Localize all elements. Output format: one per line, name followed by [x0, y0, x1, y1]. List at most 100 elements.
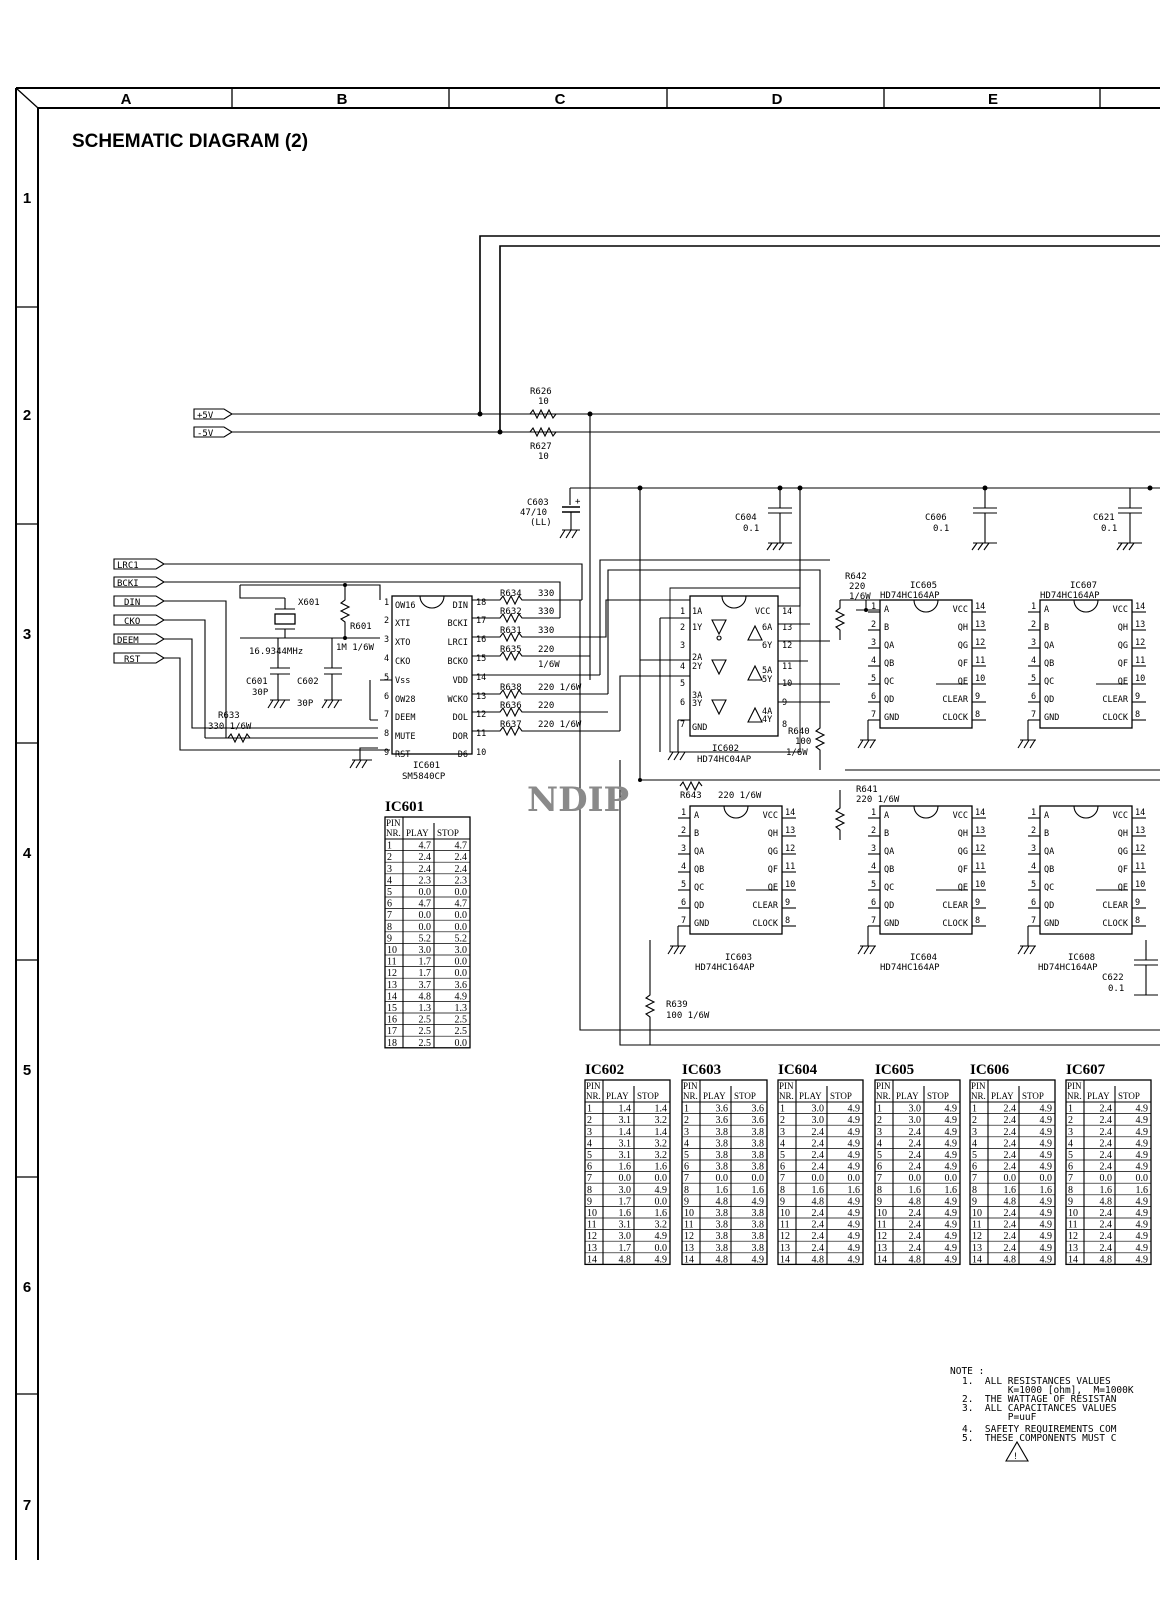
ic602-row-7-stop: 0.0	[655, 1173, 668, 1184]
ic602-row-9-pin: 9	[587, 1196, 592, 1207]
ic601-row-13-stop: 3.6	[455, 980, 468, 991]
svg-text:10: 10	[975, 880, 985, 890]
input-flags: LRC1 BCKI DIN CKO DEEM RST	[113, 558, 583, 751]
svg-text:4: 4	[680, 662, 685, 672]
ic604-pin-qc: QC	[884, 883, 894, 893]
ic605-row-3-pin: 3	[877, 1127, 882, 1138]
svg-text:PIN: PIN	[586, 1081, 601, 1091]
ic601-row-6-play: 4.7	[419, 899, 432, 910]
ic601-row-11-pin: 11	[387, 957, 397, 968]
ic601-part: SM5840CP	[402, 772, 446, 782]
svg-text:STOP: STOP	[927, 1091, 949, 1101]
svg-text:9: 9	[785, 898, 790, 908]
ic601-row-4-stop: 2.3	[455, 875, 468, 886]
svg-text:R640: R640	[788, 727, 810, 737]
ic605-row-3-play: 2.4	[909, 1127, 922, 1138]
svg-text:0.1: 0.1	[1101, 524, 1117, 534]
svg-text:2: 2	[871, 826, 876, 836]
ic605-row-7-stop: 0.0	[945, 1173, 958, 1184]
svg-text:1/6W: 1/6W	[786, 748, 808, 758]
ic602-row-13-stop: 0.0	[655, 1243, 668, 1254]
column-label-d: D	[772, 91, 783, 108]
ic603-row-2-stop: 3.6	[752, 1115, 765, 1126]
ic607-row-5-pin: 5	[1068, 1150, 1073, 1161]
svg-text:12: 12	[785, 844, 795, 854]
ic606-row-4-play: 2.4	[1004, 1138, 1017, 1149]
r627-value: 10	[538, 452, 549, 462]
ic607-row-2-play: 2.4	[1100, 1115, 1113, 1126]
svg-text:PIN: PIN	[1067, 1081, 1082, 1091]
ic604-pin-vcc: VCC	[953, 811, 968, 821]
svg-text:3: 3	[681, 844, 686, 854]
svg-text:RST: RST	[395, 750, 410, 760]
ic601-row-13-pin: 13	[387, 980, 397, 991]
svg-text:14: 14	[782, 607, 792, 617]
svg-text:PIN: PIN	[971, 1081, 986, 1091]
ic605-ref: IC605	[910, 581, 937, 591]
ic605-row-9-pin: 9	[877, 1196, 882, 1207]
ic605-pin-vcc: VCC	[953, 605, 968, 615]
svg-text:8: 8	[785, 916, 790, 926]
ic608-pin-b: B	[1044, 829, 1049, 839]
svg-text:5Y: 5Y	[762, 675, 772, 685]
ic604-row-6-stop: 4.9	[848, 1162, 861, 1173]
r634-label: R634	[500, 589, 522, 599]
ic603-row-5-pin: 5	[684, 1150, 689, 1161]
svg-text:XTO: XTO	[395, 638, 410, 648]
ic607-row-12-play: 2.4	[1100, 1231, 1113, 1242]
drawing-frame: A B C D E 1 2 3 4 5 6 7	[15, 87, 1160, 1560]
svg-text:8: 8	[782, 720, 787, 730]
svg-text:5: 5	[680, 679, 685, 689]
ic602-row-13-pin: 13	[587, 1243, 597, 1254]
ic605-row-6-pin: 6	[877, 1162, 882, 1173]
ic608-pin-gnd: GND	[1044, 919, 1059, 929]
ic607-row-7-play: 0.0	[1100, 1173, 1113, 1184]
svg-text:3: 3	[1031, 638, 1036, 648]
ic605-row-7-play: 0.0	[909, 1173, 922, 1184]
ic605-row-9-stop: 4.9	[945, 1196, 958, 1207]
ic606-row-3-stop: 4.9	[1040, 1127, 1053, 1138]
ic604-table-title: IC604	[778, 1062, 818, 1078]
ic602-row-8-play: 3.0	[619, 1185, 632, 1196]
ic604-pin-qe: QE	[958, 883, 968, 893]
column-label-c: C	[555, 91, 566, 108]
ic607-row-5-stop: 4.9	[1136, 1150, 1149, 1161]
svg-text:9: 9	[975, 898, 980, 908]
ic603-row-9-play: 4.8	[716, 1196, 729, 1207]
ic604-row-5-play: 2.4	[812, 1150, 825, 1161]
cap-c606: C606 0.1	[925, 488, 997, 551]
ic604-row-13-stop: 4.9	[848, 1243, 861, 1254]
svg-text:4: 4	[681, 862, 686, 872]
ic603-row-14-pin: 14	[684, 1254, 694, 1265]
ic603-part: HD74HC164AP	[695, 963, 755, 973]
ic604-row-14-pin: 14	[780, 1254, 790, 1265]
ic607-row-14-play: 4.8	[1100, 1254, 1113, 1265]
ic603-pin-qa: QA	[694, 847, 704, 857]
row-label-5: 5	[23, 1062, 31, 1079]
power-bus: +5V -5V R626 10 R627 10 + C603 47/10 (LL…	[193, 235, 1160, 680]
svg-text:6: 6	[1031, 692, 1036, 702]
ic604-row-9-pin: 9	[780, 1196, 785, 1207]
ic608-pin-qa: QA	[1044, 847, 1054, 857]
ic604-row-2-pin: 2	[780, 1115, 785, 1126]
ic603-row-4-pin: 4	[684, 1138, 689, 1149]
ic604-pin-b: B	[884, 829, 889, 839]
svg-text:8: 8	[975, 916, 980, 926]
svg-text:PLAY: PLAY	[799, 1091, 822, 1101]
ic607-pin-qf: QF	[1118, 659, 1128, 669]
ic604-row-13-pin: 13	[780, 1243, 790, 1254]
ic608-pin-a: A	[1044, 811, 1049, 821]
ic606-row-12-pin: 12	[972, 1231, 982, 1242]
svg-text:30P: 30P	[297, 699, 314, 709]
ic602-row-2-stop: 3.2	[655, 1115, 668, 1126]
ic603-row-7-play: 0.0	[716, 1173, 729, 1184]
svg-text:2: 2	[681, 826, 686, 836]
ic601-row-11-play: 1.7	[419, 957, 432, 968]
ic602-body	[689, 595, 779, 737]
ic606-row-11-stop: 4.9	[1040, 1220, 1053, 1231]
ic601-row-1-play: 4.7	[419, 841, 432, 852]
svg-text:WCKO: WCKO	[448, 695, 468, 705]
svg-text:CKO: CKO	[395, 657, 410, 667]
